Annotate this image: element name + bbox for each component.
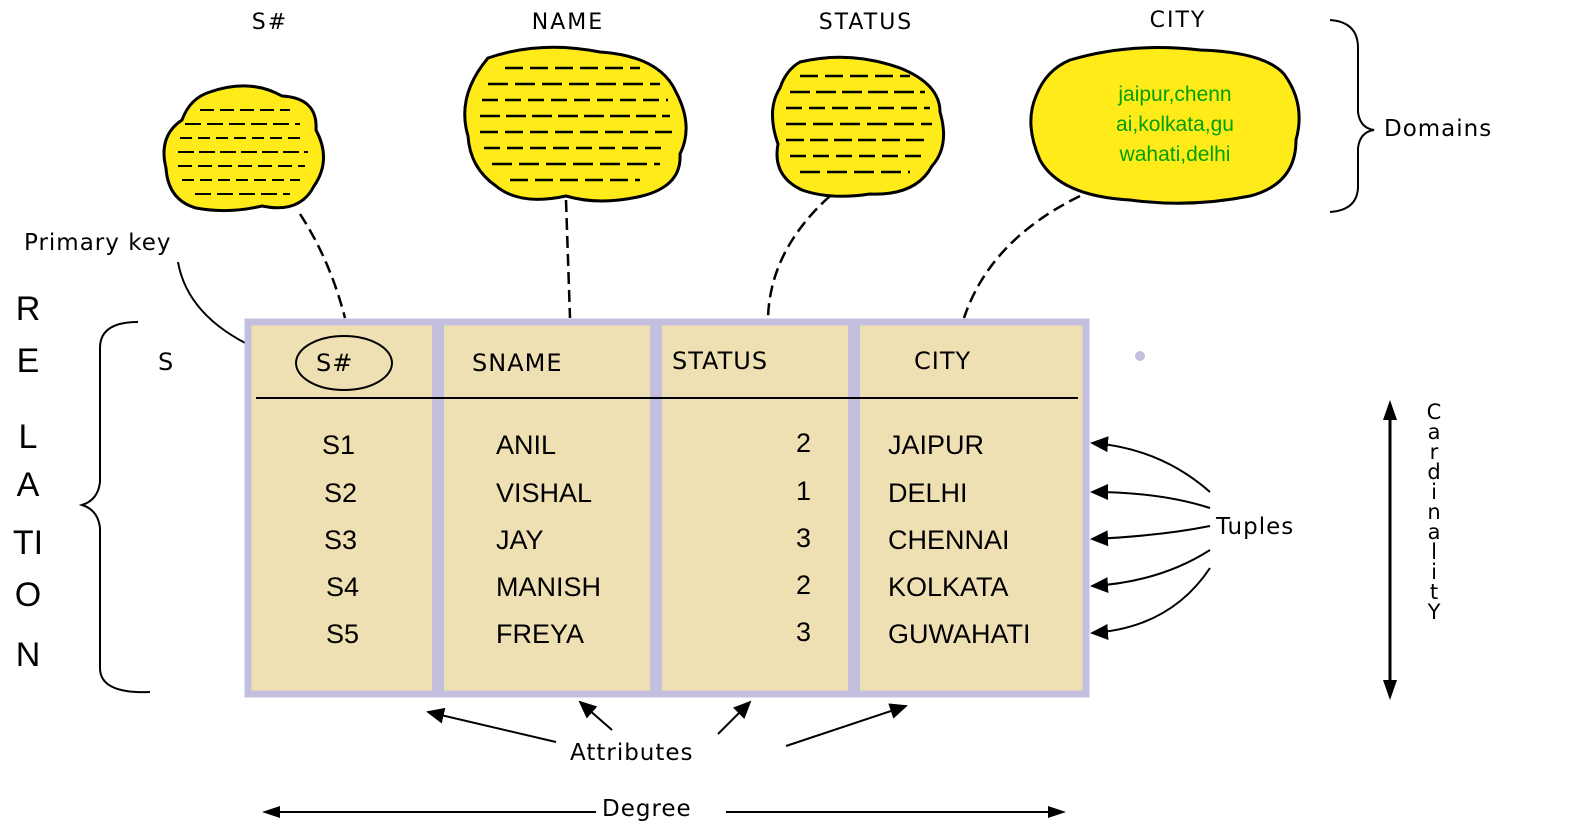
cell-sname: FREYA xyxy=(496,619,585,649)
city-domain-line: jaipur,chenn xyxy=(1118,83,1232,106)
cardinality-letter: C xyxy=(1426,400,1442,424)
cell-status: 3 xyxy=(796,523,812,553)
domain-blob-snum xyxy=(162,84,325,213)
relation-letter: E xyxy=(16,342,40,380)
table-header-status: STATUS xyxy=(672,347,769,375)
cell-snum: S1 xyxy=(322,430,356,460)
relation-name: S xyxy=(158,348,175,376)
city-domain-values: jaipur,chenn ai,kolkata,gu wahati,delhi xyxy=(1068,80,1282,170)
cardinality-letter: l xyxy=(1431,540,1437,564)
relation-letter: R xyxy=(15,290,41,328)
table-header-city: CITY xyxy=(914,347,972,375)
domains-brace xyxy=(1329,19,1375,213)
cell-city: DELHI xyxy=(888,478,968,508)
city-domain-line: ai,kolkata,gu xyxy=(1116,113,1234,136)
cell-city: KOLKATA xyxy=(888,572,1009,602)
cell-snum: S4 xyxy=(326,572,360,602)
primary-key-circle xyxy=(295,335,393,391)
domain-title-name: NAME xyxy=(531,10,605,35)
cardinality-letter: i xyxy=(1431,480,1437,504)
relation-table-frame xyxy=(244,318,1090,698)
tuples-label: Tuples xyxy=(1216,514,1295,540)
domain-blob-city xyxy=(1029,46,1301,205)
table-header-sname: SNAME xyxy=(472,349,563,377)
cell-city: GUWAHATI xyxy=(888,619,1031,649)
cell-snum: S5 xyxy=(326,619,360,649)
cardinality-label: C a r d i n a l i t Y xyxy=(1422,400,1446,624)
cardinality-letter: i xyxy=(1431,560,1437,584)
table-header-snum: S# xyxy=(316,349,354,377)
cell-snum: S2 xyxy=(324,478,358,508)
relation-letter: N xyxy=(15,636,41,674)
cell-snum: S3 xyxy=(324,525,358,555)
cell-city: JAIPUR xyxy=(888,430,985,460)
cardinality-letter: t xyxy=(1429,580,1439,604)
relation-letter: TI xyxy=(12,524,44,562)
cell-sname: VISHAL xyxy=(496,478,593,508)
cardinality-letter: n xyxy=(1427,500,1441,524)
domain-blob-status xyxy=(771,55,946,198)
cell-city: CHENNAI xyxy=(888,525,1010,555)
cardinality-letter: d xyxy=(1427,460,1441,484)
attribute-arrows xyxy=(426,700,908,747)
relation-letter: L xyxy=(18,418,38,456)
tuple-arrows xyxy=(1090,436,1211,640)
cell-sname: JAY xyxy=(496,525,544,555)
relation-letter: O xyxy=(14,576,42,614)
cell-status: 3 xyxy=(796,617,812,647)
attributes-label: Attributes xyxy=(570,740,694,766)
degree-label: Degree xyxy=(602,796,692,822)
cardinality-letter: Y xyxy=(1427,600,1441,624)
relation-letter: A xyxy=(16,466,40,504)
domain-title-status: STATUS xyxy=(818,10,914,35)
connector-status xyxy=(766,195,831,319)
cardinality-letter: a xyxy=(1427,520,1441,544)
domains-label: Domains xyxy=(1384,116,1493,142)
cell-sname: ANIL xyxy=(496,430,557,460)
connector-name xyxy=(564,199,572,319)
cell-status: 2 xyxy=(796,570,812,600)
connector-snum xyxy=(298,213,347,319)
cell-status: 1 xyxy=(796,476,812,506)
cell-status: 2 xyxy=(796,428,812,458)
domain-title-snum: S# xyxy=(251,10,289,35)
domain-title-city: CITY xyxy=(1149,8,1207,33)
domain-blob-name xyxy=(463,45,688,203)
cardinality-letter: a xyxy=(1427,420,1441,444)
cardinality-letter: r xyxy=(1429,440,1439,464)
cell-sname: MANISH xyxy=(496,572,602,602)
primary-key-label: Primary key xyxy=(24,230,172,256)
connector-city xyxy=(962,194,1081,319)
relation-brace xyxy=(78,321,151,694)
city-domain-line: wahati,delhi xyxy=(1119,143,1231,166)
